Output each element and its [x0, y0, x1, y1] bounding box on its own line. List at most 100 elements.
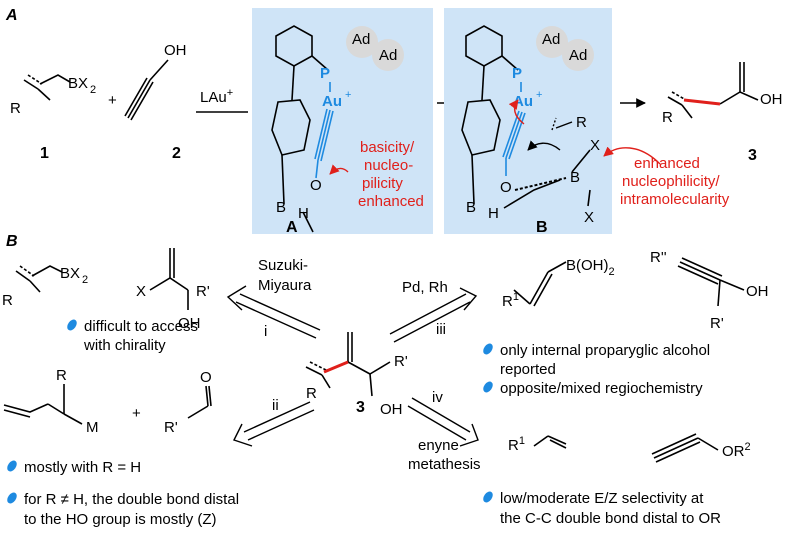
route-iii-bullet-1-line-1: only internal proparyglic alcohol: [500, 342, 710, 359]
annotation-b-line-3: intramolecularity: [620, 191, 730, 208]
center-product-structure: [305, 332, 391, 397]
reagent-1-bx: BX: [68, 75, 88, 92]
retro-arrow-iv: [407, 397, 479, 447]
intermediate-a-panel: [252, 8, 433, 234]
route-iv-method-2: metathesis: [408, 456, 481, 473]
intermediate-a-label: A: [286, 219, 298, 236]
route-i-bullet-icon: [67, 319, 77, 331]
intermediate-b-ad-1: Ad: [542, 31, 560, 48]
intermediate-b-b-center: B: [570, 169, 580, 186]
center-product-new-bond: [323, 360, 349, 374]
product-3-r: R: [662, 109, 673, 126]
route-iv-bullet-icon: [483, 491, 493, 503]
route-i-partner-structure: [149, 248, 189, 310]
route-ii-aldehyde-o: O: [200, 369, 212, 386]
route-ii-label: ii: [272, 397, 279, 414]
route-iii-boronic-structure: [513, 261, 567, 307]
route-i-bullet-line-1: difficult to access: [84, 318, 198, 335]
route-ii-aldehyde-r-prime: R': [164, 419, 178, 436]
reagent-2-oh: OH: [164, 42, 187, 59]
route-i-reagent-sub: 2: [82, 274, 88, 286]
route-i-bullet-line-2: with chirality: [83, 337, 166, 354]
intermediate-b-allyl: [551, 117, 573, 131]
curved-arrow-b: [527, 140, 561, 151]
annotation-b-line-1: enhanced: [634, 155, 700, 172]
route-ii-bullet-1-icon: [7, 460, 17, 472]
reagent-1-sub: 2: [90, 84, 96, 96]
intermediate-a-p: P: [320, 65, 330, 82]
route-ii-reagent-m: M: [86, 419, 99, 436]
route-iii-method: Pd, Rh: [402, 279, 448, 296]
route-iii-boronic-r1: R1: [502, 291, 519, 310]
route-iii-alcohol-r2: R'': [650, 249, 667, 266]
intermediate-b-structure: [461, 25, 591, 209]
annotation-a-line-4: enhanced: [358, 193, 424, 210]
red-arrow-b: [603, 146, 661, 165]
reagent-1-r: R: [10, 100, 21, 117]
intermediate-a-b: B: [276, 199, 286, 216]
route-i-partner-r-prime: R': [196, 283, 210, 300]
route-iii-bullet-1-line-2: reported: [500, 361, 556, 378]
o-b-dative-bond: [514, 177, 567, 191]
intermediate-b-alkyne: [502, 110, 526, 176]
intermediate-b-b: B: [466, 199, 476, 216]
intermediate-a-au-charge: +: [345, 89, 351, 101]
route-ii-bullet-2-line-2: to the HO group is mostly (Z): [24, 511, 217, 528]
intermediate-a-o: O: [310, 177, 322, 194]
product-3-structure: [667, 62, 759, 119]
intermediate-a-ad-2: Ad: [379, 47, 397, 64]
route-iii-alcohol-r-prime: R': [710, 315, 724, 332]
center-product-r-prime: R': [394, 353, 408, 370]
route-ii-reagent-r: R: [56, 367, 67, 384]
compound-2-number: 2: [172, 145, 181, 162]
intermediate-a-ad-1: Ad: [352, 31, 370, 48]
route-iii-bullet-2-line-1: opposite/mixed regiochemistry: [500, 380, 703, 397]
route-iv-alkyne-structure: [651, 433, 719, 463]
product-3-oh: OH: [760, 91, 783, 108]
intermediate-b-o: O: [500, 179, 512, 196]
reagent-2-structure: [124, 59, 169, 121]
intermediate-b-au-charge: +: [536, 89, 542, 101]
panel-a-label: A: [5, 7, 18, 24]
route-ii-bullet-2-icon: [7, 492, 17, 504]
route-i-label: i: [264, 323, 267, 340]
annotation-b-line-2: nucleophilicity/: [622, 173, 720, 190]
route-iv-alkene-structure: [533, 435, 567, 449]
compound-1-number: 1: [40, 145, 49, 162]
route-i-method-1: Suzuki-: [258, 257, 308, 274]
route-ii-plus: +: [132, 405, 141, 422]
route-i-method-2: Miyaura: [258, 277, 312, 294]
route-iv-label: iv: [432, 389, 443, 406]
intermediate-b-au: Au: [513, 93, 533, 110]
route-iv-bullet-line-1: low/moderate E/Z selectivity at: [500, 490, 704, 507]
route-i-reagent-bx: BX: [60, 265, 80, 282]
route-iii-boronic-b: B(OH)2: [566, 257, 615, 278]
intermediate-b-x-2: X: [584, 209, 594, 226]
red-arrow-a: [329, 164, 349, 175]
route-i-reagent-r: R: [2, 292, 13, 309]
panel-b-label: B: [6, 233, 18, 250]
route-i-partner-oh: OH: [178, 315, 201, 332]
intermediate-b-label: B: [536, 219, 548, 236]
intermediate-b-h: H: [488, 205, 499, 222]
retro-arrow-ii: [233, 401, 315, 447]
intermediate-b-r: R: [576, 114, 587, 131]
route-iii-alcohol-structure: [677, 257, 745, 307]
route-i-partner-x: X: [136, 283, 146, 300]
catalyst-label: LAu+: [200, 87, 233, 106]
route-ii-reagent-structure: [3, 384, 83, 425]
retro-arrow-i: [226, 285, 321, 339]
intermediate-b-ad-2: Ad: [569, 47, 587, 64]
intermediate-b-x-1: X: [590, 137, 600, 154]
intermediate-a-h: H: [298, 205, 309, 222]
red-arrow-b-small: [508, 99, 525, 125]
intermediate-a-alkyne: [314, 108, 334, 179]
route-iv-bullet-line-2: the C-C double bond distal to OR: [500, 510, 721, 527]
plus-sign: +: [108, 92, 117, 109]
annotation-a-line-1: basicity/: [360, 139, 415, 156]
intermediate-a-structure: [271, 25, 329, 233]
route-ii-aldehyde-structure: [187, 385, 212, 419]
route-iv-method-1: enyne: [418, 437, 459, 454]
